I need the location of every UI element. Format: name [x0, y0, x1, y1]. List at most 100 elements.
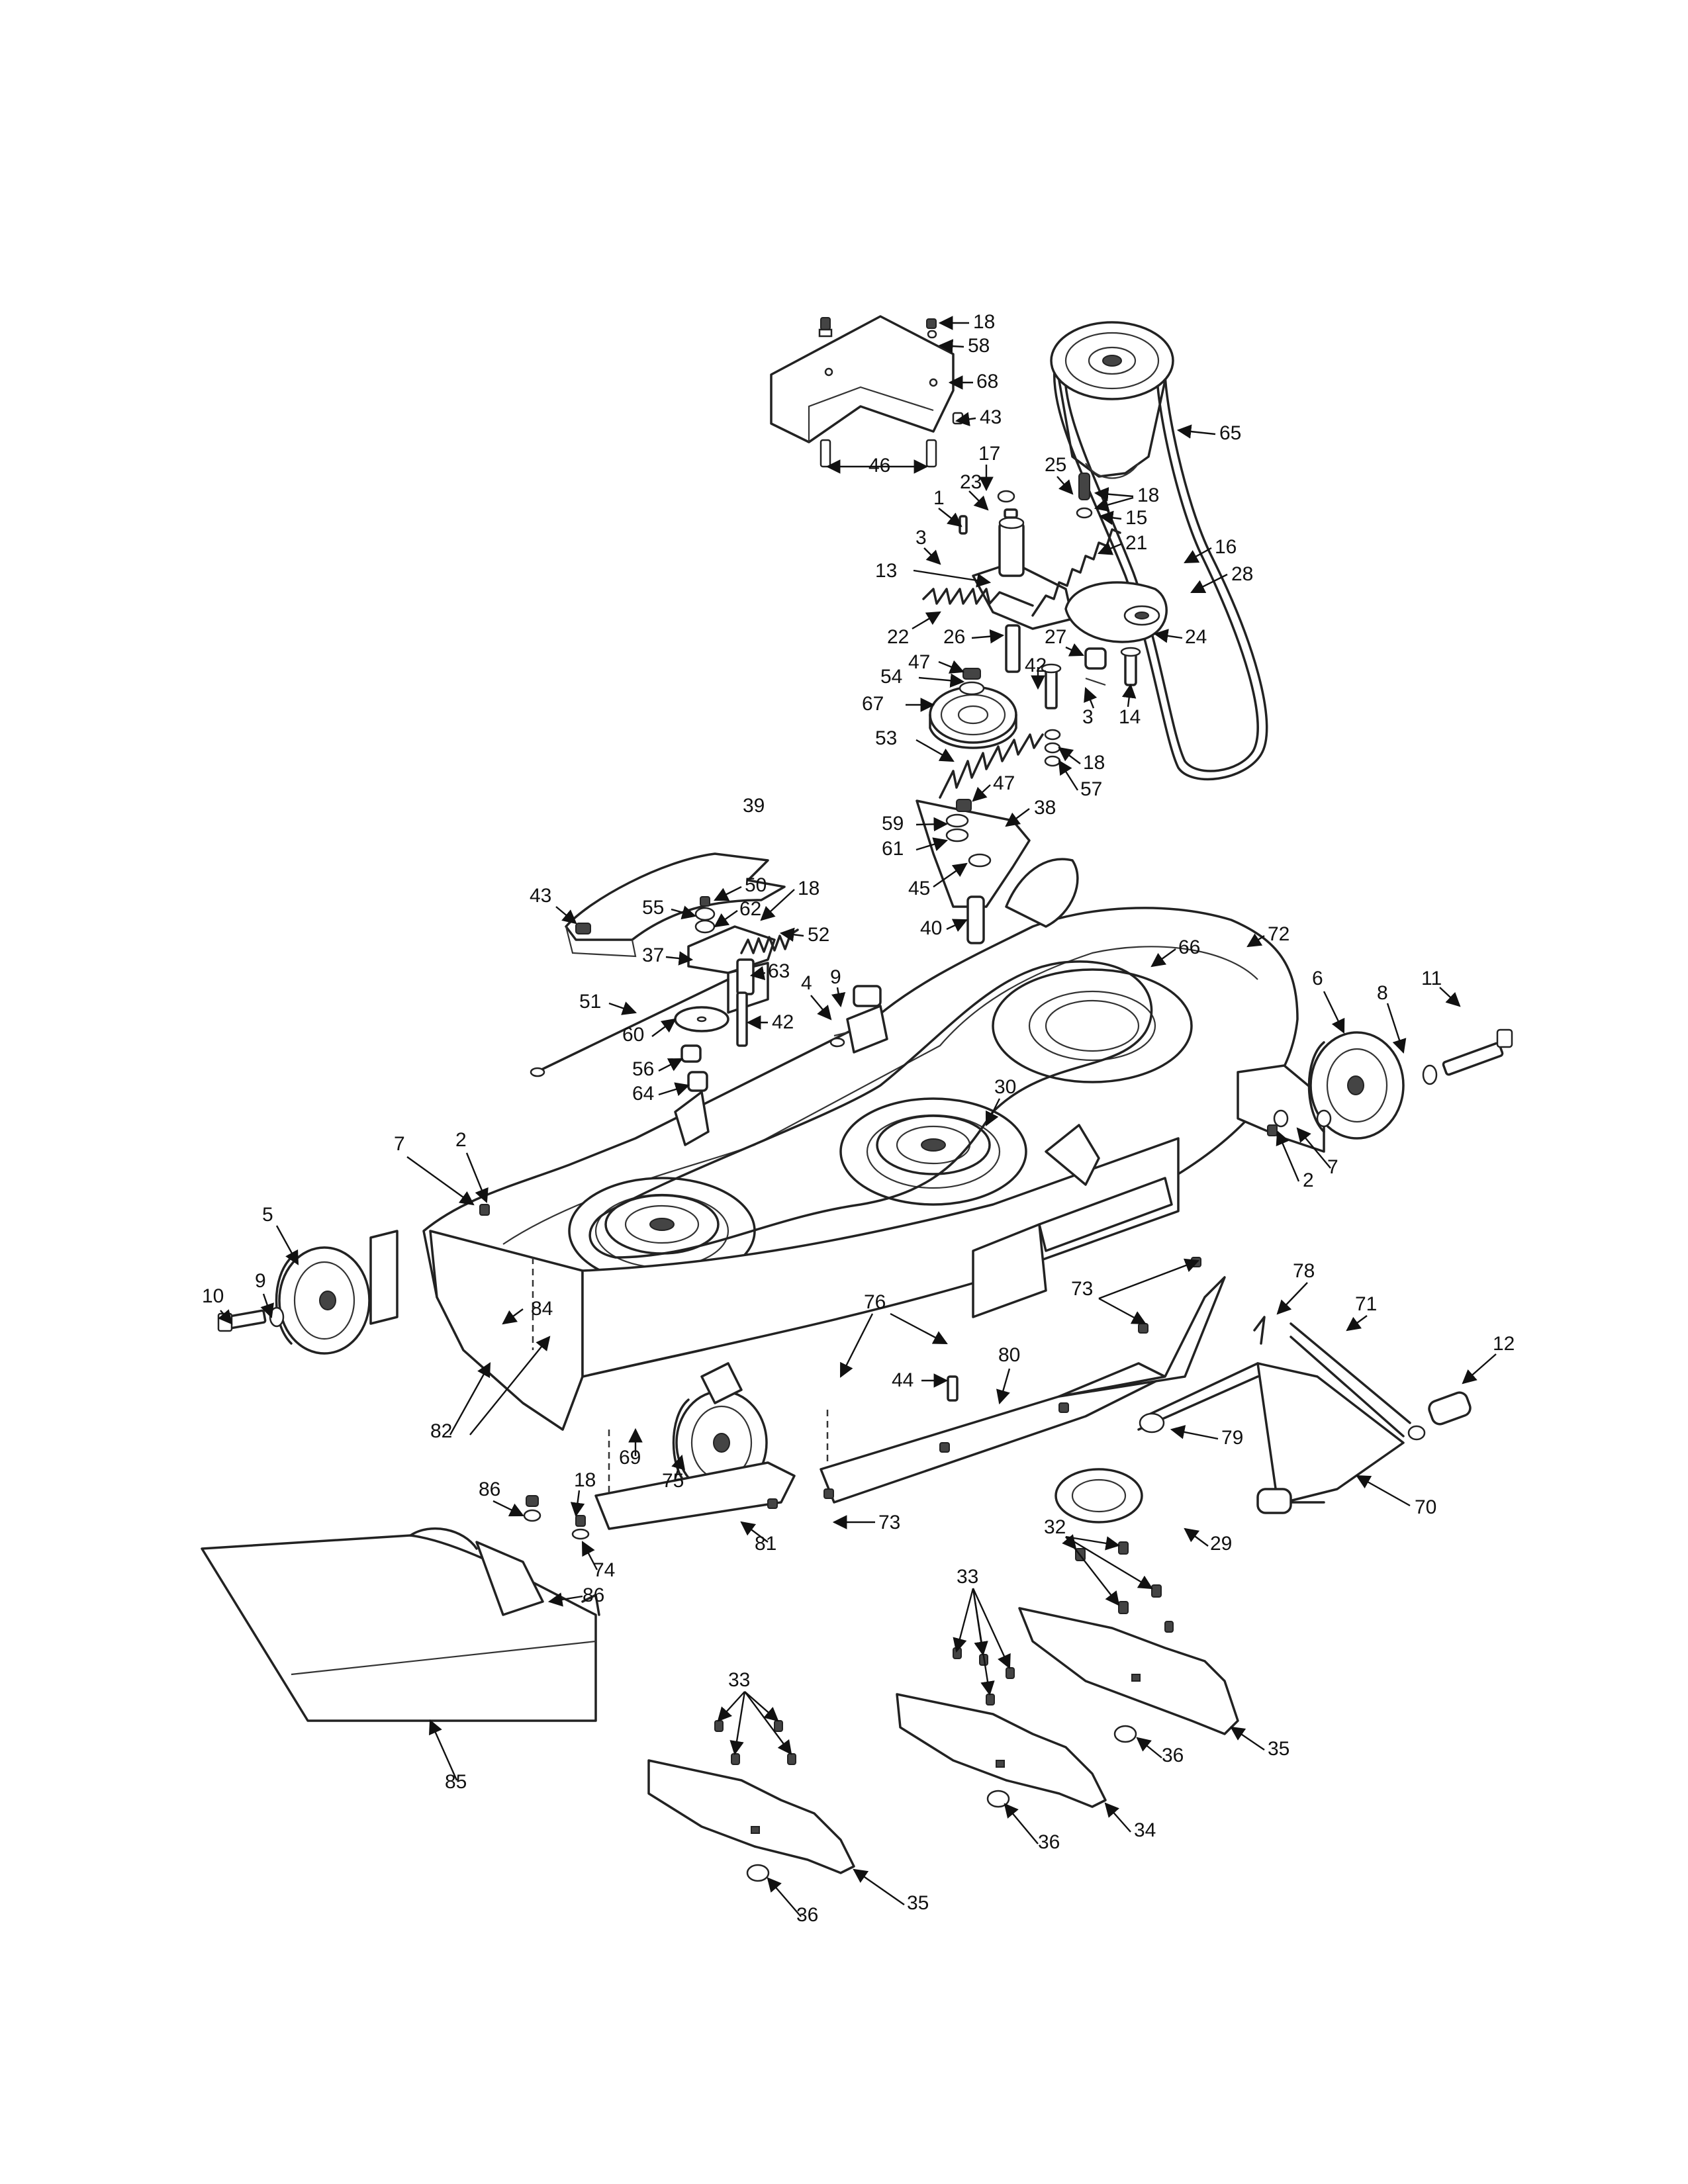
small-hardware	[479, 985, 1332, 1216]
callout-72: 72	[1268, 923, 1289, 945]
leader-arrow	[1184, 1527, 1209, 1547]
leader-arrow	[1065, 1536, 1120, 1606]
leader-arrow	[938, 660, 965, 674]
blade-35-upper	[1018, 1607, 1239, 1743]
leader-arrow	[465, 1152, 489, 1204]
leader-arrow	[955, 412, 976, 427]
callout-43: 43	[980, 406, 1002, 428]
wheel-5	[275, 1230, 399, 1355]
leader-arrow	[918, 673, 965, 688]
leader-arrow	[1004, 1803, 1039, 1844]
callout-43: 43	[530, 885, 551, 907]
callout-36: 36	[796, 1904, 818, 1926]
callout-14: 14	[1119, 706, 1141, 728]
callout-47: 47	[908, 651, 930, 673]
callout-23: 23	[960, 471, 982, 493]
leader-arrow	[744, 1691, 792, 1755]
deck-cover-39	[565, 852, 786, 958]
callout-60: 60	[622, 1024, 644, 1046]
leader-arrow	[1121, 683, 1137, 707]
leader-arrow	[938, 508, 962, 527]
leader-arrow	[972, 1588, 1011, 1669]
leader-arrow	[1150, 948, 1176, 968]
leader-arrow	[406, 1156, 475, 1206]
callout-24: 24	[1185, 626, 1207, 648]
leader-arrow	[1323, 991, 1345, 1034]
callout-7: 7	[1327, 1156, 1338, 1178]
callout-3: 3	[915, 527, 927, 549]
callout-17: 17	[978, 443, 1000, 465]
callout-38: 38	[1034, 797, 1056, 819]
callout-18: 18	[973, 311, 995, 333]
leader-arrow	[923, 547, 941, 565]
callout-86: 86	[479, 1479, 500, 1500]
leader-arrow	[1176, 424, 1216, 439]
leader-arrow	[1056, 476, 1074, 495]
leader-arrow	[749, 966, 766, 980]
callout-12: 12	[1493, 1333, 1515, 1355]
callout-25: 25	[1045, 454, 1066, 476]
leader-arrow	[469, 1336, 551, 1435]
leader-arrow	[581, 1541, 598, 1570]
leader-arrow	[665, 951, 694, 966]
callout-35: 35	[1268, 1738, 1289, 1760]
leader-arrow	[260, 1293, 274, 1319]
callout-45: 45	[908, 878, 930, 899]
callout-15: 15	[1125, 507, 1147, 529]
leader-arrow	[1065, 1535, 1121, 1551]
leader-arrow	[890, 1312, 948, 1345]
leader-arrow	[717, 1691, 745, 1722]
leader-arrow	[1296, 1127, 1331, 1169]
callout-42: 42	[772, 1011, 794, 1033]
leader-arrow	[429, 1719, 458, 1781]
spring-52	[740, 929, 799, 954]
leader-arrow	[968, 490, 989, 511]
callout-6: 6	[1312, 968, 1323, 989]
callout-32: 32	[1044, 1516, 1066, 1538]
callout-73: 73	[1071, 1278, 1093, 1300]
leader-arrow	[946, 919, 968, 933]
leader-arrow	[1104, 1802, 1131, 1833]
leader-arrow	[1005, 808, 1030, 827]
callout-54: 54	[880, 666, 902, 688]
leader-arrow	[1136, 1737, 1162, 1758]
spindle-flange-29	[1055, 1468, 1162, 1614]
spacers-60-56-64	[674, 1006, 729, 1092]
leader-arrow	[933, 862, 968, 887]
leader-arrow	[915, 837, 949, 851]
callout-21: 21	[1125, 532, 1147, 554]
callout-5: 5	[262, 1204, 273, 1226]
callout-labels: 18 58 68 43 65 46 17 25 18 23 15 1 21 16…	[202, 311, 1515, 1926]
callout-11: 11	[1421, 968, 1442, 989]
leader-arrow	[1094, 486, 1134, 502]
leader-arrow	[1098, 541, 1122, 555]
callout-56: 56	[632, 1058, 654, 1080]
callout-61: 61	[882, 838, 904, 860]
leader-arrow	[1190, 573, 1228, 594]
callout-18: 18	[798, 878, 820, 899]
leader-arrow	[1246, 933, 1265, 948]
callout-33: 33	[728, 1669, 750, 1691]
spring-53	[939, 733, 1044, 799]
leader-arrow	[714, 910, 738, 928]
callout-67: 67	[862, 693, 884, 715]
callout-7: 7	[394, 1133, 405, 1155]
leader-arrow	[1462, 1353, 1497, 1385]
callout-3: 3	[1082, 706, 1094, 728]
callout-8: 8	[1377, 982, 1388, 1004]
leader-arrow	[1098, 1297, 1147, 1325]
engine-pulley	[1050, 321, 1174, 479]
leader-arrow	[996, 1368, 1011, 1405]
leader-arrow	[760, 889, 795, 921]
callout-37: 37	[642, 944, 664, 966]
callout-50: 50	[745, 874, 767, 896]
leader-arrow	[779, 927, 804, 942]
callout-34: 34	[1134, 1819, 1156, 1841]
leader-arrow	[740, 1521, 769, 1543]
callout-18: 18	[574, 1469, 596, 1491]
leader-arrow	[1276, 1282, 1308, 1315]
leader-arrow	[1230, 1726, 1265, 1751]
leader-arrow	[915, 739, 955, 762]
callout-84: 84	[531, 1298, 553, 1320]
callout-85: 85	[445, 1771, 467, 1793]
